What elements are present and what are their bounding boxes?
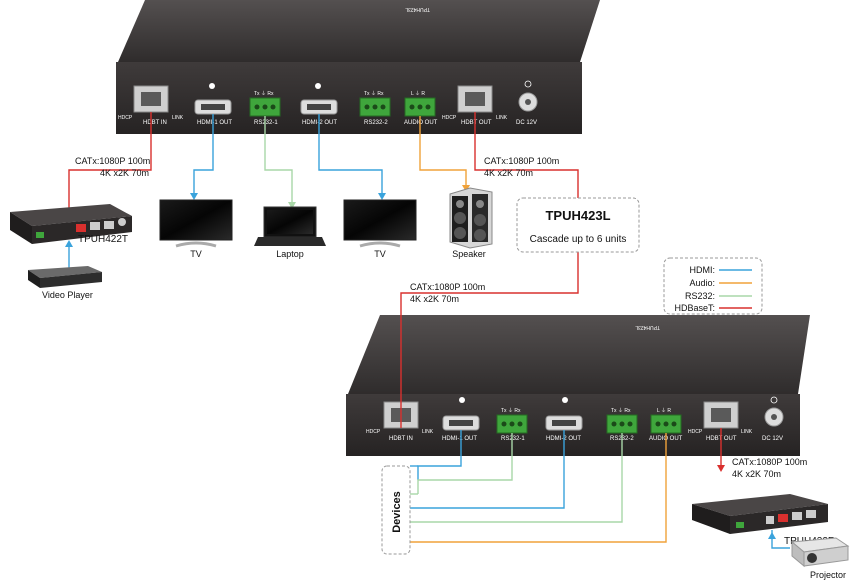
bottom-rs232-1-label: RS232-1 [501,436,525,442]
legend-hdmi-label: HDMI: [690,265,716,275]
svg-text:Tx ⏚ Rx: Tx ⏚ Rx [611,407,631,414]
bottom-hdmi1-cable [417,430,462,480]
bottom-cable-label-2: 4K x2K 70m [732,469,781,479]
audio-cable-speaker [419,116,467,188]
legend-audio-label: Audio: [689,278,715,288]
mid-cable-label-2: 4K x2K 70m [410,294,459,304]
svg-text:Tx ⏚ Rx: Tx ⏚ Rx [501,407,521,414]
projector-label: Projector [810,570,846,580]
tv2-device: TV [343,199,417,259]
top-hdmi1-label: HDMI-1 OUT [197,120,232,126]
top-rs232-2-txrx: Tx ⏚ Rx [364,90,384,97]
video-player-device: Video Player [28,266,102,300]
top-audio-label: AUDIO OUT [404,120,438,126]
top-hdbt-out-label: HDBT OUT [461,120,492,126]
mid-cable-label-1: CATx:1080P 100m [410,282,485,292]
bottom-rs232-1-cable [417,433,513,494]
tpuh422t-device: TPUH422T [10,204,132,245]
hdmi-cable-tv2 [318,114,383,196]
speaker-device: Speaker [449,187,493,259]
speaker-label: Speaker [452,249,486,259]
hdbt-cable-mid [400,252,579,428]
devices-box-label: Devices [391,491,403,533]
tv1-device: TV [159,199,233,259]
cascade-title: TPUH423L [545,208,610,223]
video-player-label: Video Player [42,290,93,300]
svg-text:HDCP: HDCP [366,429,381,435]
top-hdcp-label: HDCP [118,115,133,121]
cascade-box [516,197,640,253]
laptop-keyboard [254,237,326,246]
right-cable-label-2: 4K x2K 70m [484,168,533,178]
cascade-subtitle: Cascade up to 6 units [530,234,627,245]
bottom-dc-label: DC 12V [762,436,783,442]
top-dc-label: DC 12V [516,120,537,126]
top-unit: TPUH423L HDCP LINK HDBT IN HDMI-1 OUT Tx… [116,0,600,134]
svg-text:L ⏚ R: L ⏚ R [657,407,671,414]
top-link-label: LINK [172,115,184,121]
tpuh422r-device: TPUH422R [692,494,835,547]
top-rs232-1-label: RS232-1 [254,120,278,126]
hdbt-cable-left [68,112,152,222]
tpuh422t-label: TPUH422T [78,234,128,245]
bottom-hdmi1-label: HDMI-1 OUT [442,436,477,442]
svg-text:HDCP: HDCP [688,429,703,435]
bottom-hdmi2-cable [410,430,565,509]
tv2-label: TV [374,249,386,259]
top-led-1 [209,83,215,89]
top-audio-lr: L ⏚ R [411,90,425,97]
laptop-device: Laptop [254,206,326,259]
hdmi-cable-tv1 [193,114,214,196]
bottom-unit-top-face [348,315,810,394]
tv1-label: TV [190,249,202,259]
bottom-audio-cable [410,433,667,543]
hdbt-cable-right [474,112,579,198]
tv2-screen [343,199,417,241]
cables [68,112,790,549]
left-cable-label-1: CATx:1080P 100m [75,156,150,166]
rs232-cable-laptop [264,116,293,205]
svg-text:LINK: LINK [422,429,434,435]
right-cable-label-1: CATx:1080P 100m [484,156,559,166]
tv1-screen [159,199,233,241]
bottom-unit-model-tag: TPUH423L [635,324,660,330]
top-rs232-1-txrx: Tx ⏚ Rx [254,90,274,97]
top-unit-top-face [118,0,600,62]
top-rs232-2-label: RS232-2 [364,120,388,126]
legend-box [663,257,763,315]
laptop-label: Laptop [276,249,304,259]
legend-rs232-label: RS232: [685,291,715,301]
top-led-2 [315,83,321,89]
top-unit-front-panel [116,62,582,134]
left-cable-label-2: 4K x2K 70m [100,168,149,178]
bottom-cable-label-1: CATx:1080P 100m [732,457,807,467]
bottom-rs232-2-cable [410,433,623,523]
bottom-hdbt-in-label: HDBT IN [389,436,413,442]
arrows [65,185,776,539]
svg-text:HDCP: HDCP [442,115,457,121]
bottom-unit: TPUH423L HDCP LINK HDBT IN HDMI-1 OUT Tx… [346,315,810,456]
projector-device: Projector [790,537,850,580]
svg-text:LINK: LINK [496,115,508,121]
top-unit-model-tag: TPUH423L [405,6,430,12]
svg-text:LINK: LINK [741,429,753,435]
legend: HDMI: Audio: RS232: HDBaseT: [663,257,763,315]
devices-box [381,465,411,555]
legend-hdbaset-label: HDBaseT: [674,303,715,313]
top-hdbt-in-label: HDBT IN [143,120,167,126]
